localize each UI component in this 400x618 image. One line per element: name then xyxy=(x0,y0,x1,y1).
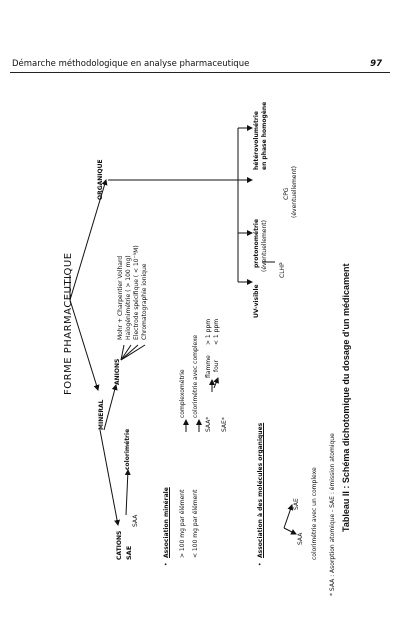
assoc-org-colorimetrie: colorimétrie avec un complexe xyxy=(311,467,318,560)
sup-1ppm-label: > 1 ppm xyxy=(205,318,212,345)
assoc-min-line2a: < 100 mg par élément xyxy=(192,489,199,558)
assoc-min-line2b: colorimétrie avec complexe xyxy=(192,334,199,418)
anion-method-2: Halogénimétrie ( > 100 mg) xyxy=(125,255,132,340)
sae-star-label: SAE* xyxy=(221,417,228,432)
uv-visible-label: UV-visible xyxy=(253,284,260,318)
assoc-organique-title: Association à des molécules organiques xyxy=(257,422,264,558)
assoc-org-sae: SAE xyxy=(293,498,300,510)
inf-1ppm-label: < 1 ppm xyxy=(213,318,220,345)
organique-node-label: ORGANIQUE xyxy=(97,159,104,200)
running-header-title: Démarche méthodologique en analyse pharm… xyxy=(12,59,250,69)
assoc-min-line1a: > 100 mg par élément xyxy=(179,489,186,558)
page-number: 97 xyxy=(370,59,382,69)
colorimetrie-label: colorimétrie xyxy=(124,428,131,470)
mineral-node-label: MINERAL xyxy=(98,399,105,430)
anion-method-3: Electrode spécifique ( < 10⁻⁵M) xyxy=(133,245,140,340)
hetero-label-line1: hétérovolumétrie xyxy=(253,111,260,170)
saa-star-label: SAA* xyxy=(205,416,212,432)
anion-method-1: Mohr + Charpentier Volhard xyxy=(117,255,124,340)
cpg-note: (éventuellement) xyxy=(291,166,298,218)
cpg-label: CPG xyxy=(283,187,290,200)
sae-label: SAE xyxy=(125,545,133,560)
anion-method-4: Chromatographie ionique xyxy=(141,263,148,340)
footnote: * SAA : Asorption atomique - SAE : émiss… xyxy=(329,433,336,596)
assoc-org-saa: SAA xyxy=(297,532,304,545)
bullet-marker: • xyxy=(163,562,170,566)
clhp-label: CLHP xyxy=(279,262,286,278)
assoc-minerale-title: Association minérale xyxy=(163,487,170,558)
protonometrie-label: protonométrie xyxy=(253,218,260,268)
four-label: four xyxy=(213,359,220,372)
saa-label: SAA xyxy=(132,514,139,527)
table-caption: Tableau II : Schéma dichotomique du dosa… xyxy=(341,263,351,532)
root-node-label: FORME PHARMACEUTIQUE xyxy=(63,252,74,395)
cations-node-label: CATIONS xyxy=(116,530,123,560)
flamme-label: flamme xyxy=(205,355,212,378)
assoc-min-line1b: complexométrie xyxy=(179,369,186,418)
anions-node-label: ANIONS xyxy=(114,358,121,385)
bullet-marker-2: • xyxy=(257,562,264,566)
header-rule xyxy=(10,72,390,73)
protonometrie-note: (éventuellement) xyxy=(261,220,268,272)
hetero-label-line2: en phase homogène xyxy=(261,101,268,170)
